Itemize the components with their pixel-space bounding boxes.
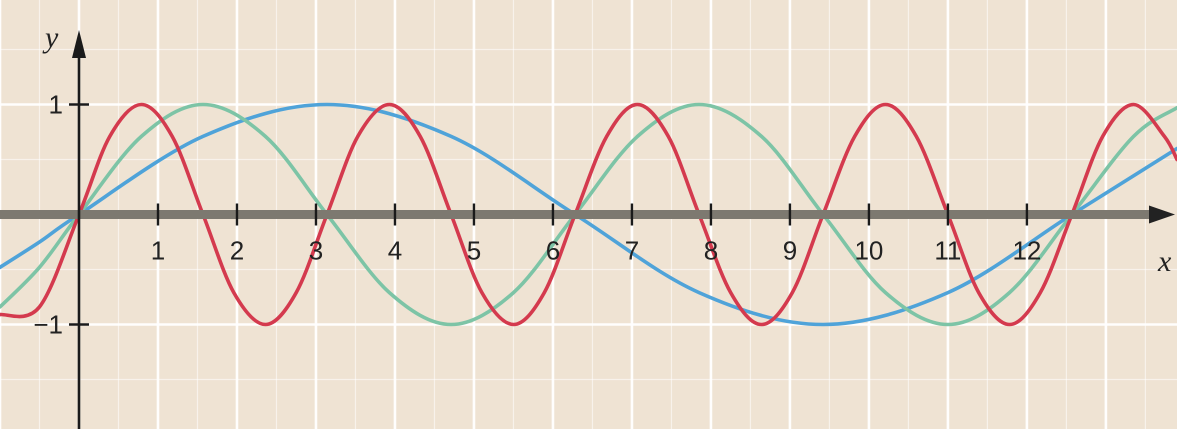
x-tick-label: 4 xyxy=(388,236,402,266)
x-tick-label: 6 xyxy=(546,236,560,266)
x-tick-label: 5 xyxy=(467,236,481,266)
y-axis-label: y xyxy=(42,21,59,54)
x-axis-arrow xyxy=(1149,205,1175,224)
x-tick-label: 2 xyxy=(230,236,244,266)
x-tick-label: 7 xyxy=(625,236,639,266)
y-axis-arrow xyxy=(71,30,86,58)
x-tick-label: 12 xyxy=(1012,236,1041,266)
series-line-sin-x-half xyxy=(0,102,1177,327)
axes xyxy=(0,30,1175,429)
y-tick-label: −1 xyxy=(33,310,63,340)
x-tick-label: 11 xyxy=(934,236,961,266)
x-tick-label: 9 xyxy=(783,236,797,266)
x-tick-label: 1 xyxy=(151,236,165,266)
x-tick-label: 3 xyxy=(309,236,323,266)
x-tick-label: 8 xyxy=(704,236,718,266)
tick-marks xyxy=(68,103,1029,326)
x-axis-label: x xyxy=(1157,245,1172,278)
series-line-sin-2x xyxy=(0,102,1177,327)
x-tick-label: 10 xyxy=(854,236,883,266)
y-tick-label: 1 xyxy=(49,90,63,120)
